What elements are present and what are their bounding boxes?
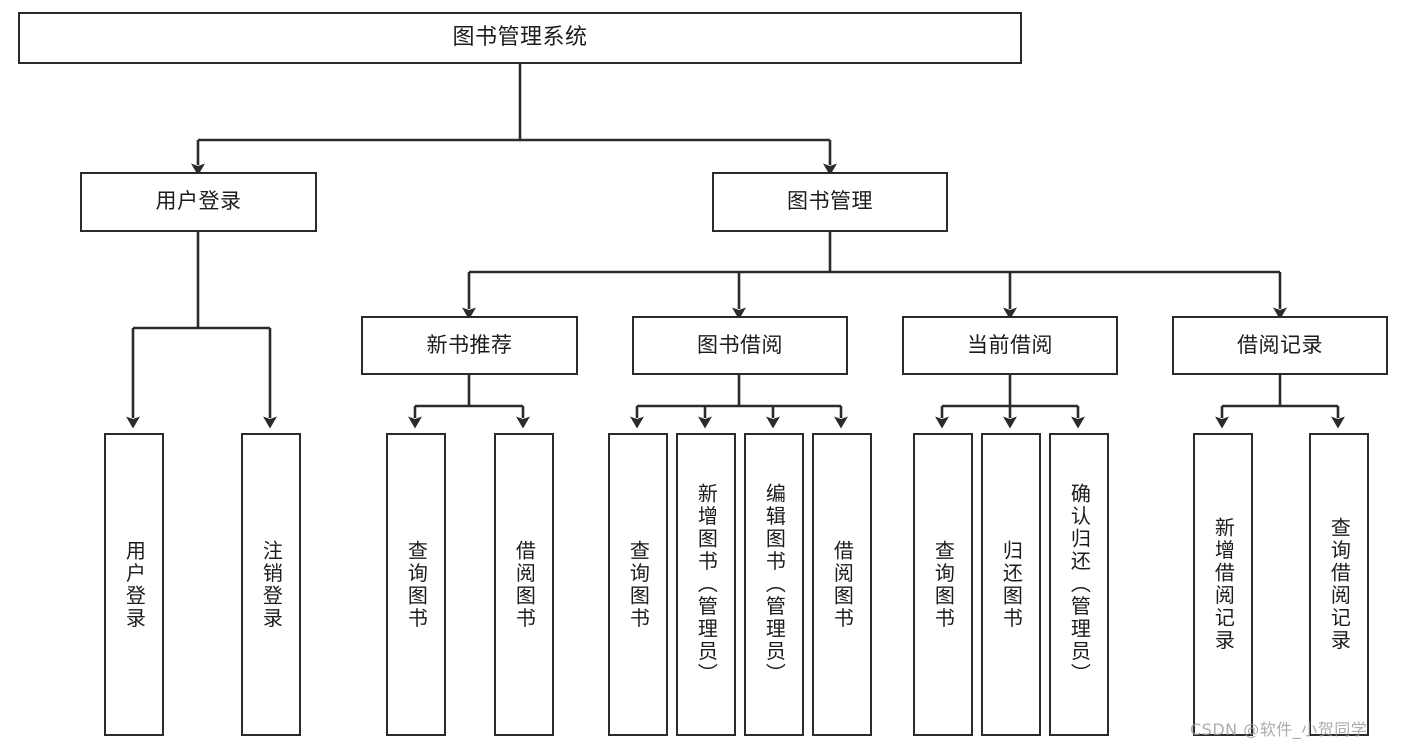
leaf-current-return-book[interactable]: 归还图书 xyxy=(981,433,1041,736)
node-user-login[interactable]: 用户登录 xyxy=(80,172,317,232)
node-user-login-label: 用户登录 xyxy=(155,189,242,214)
node-borrow-record-label: 借阅记录 xyxy=(1237,332,1323,357)
leaf-borrow-query-book-label: 查询图书 xyxy=(626,539,651,630)
leaf-user-login-login-label: 用户登录 xyxy=(122,539,147,630)
watermark-text: CSDN @软件_小贺同学 xyxy=(1190,720,1368,739)
leaf-user-login-login[interactable]: 用户登录 xyxy=(104,433,164,736)
leaf-user-login-logout-label: 注销登录 xyxy=(259,539,284,630)
leaf-recommend-borrow-book-label: 借阅图书 xyxy=(512,539,537,630)
node-current-borrow[interactable]: 当前借阅 xyxy=(902,316,1118,375)
node-root-system[interactable]: 图书管理系统 xyxy=(18,12,1022,64)
leaf-borrow-borrow-book-label: 借阅图书 xyxy=(830,539,855,630)
leaf-recommend-query-book-label: 查询图书 xyxy=(404,539,429,630)
leaf-borrow-edit-book-label: 编辑图书（管理员） xyxy=(762,483,787,686)
leaf-record-query-record[interactable]: 查询借阅记录 xyxy=(1309,433,1369,736)
leaf-current-query-book[interactable]: 查询图书 xyxy=(913,433,973,736)
leaf-current-confirm-return-label: 确认归还（管理员） xyxy=(1067,483,1092,686)
node-book-borrow-label: 图书借阅 xyxy=(697,332,783,357)
leaf-borrow-query-book[interactable]: 查询图书 xyxy=(608,433,668,736)
leaf-borrow-borrow-book[interactable]: 借阅图书 xyxy=(812,433,872,736)
node-current-borrow-label: 当前借阅 xyxy=(967,332,1053,357)
leaf-borrow-add-book-label: 新增图书（管理员） xyxy=(694,483,719,686)
node-book-management-label: 图书管理 xyxy=(787,189,873,214)
node-book-management[interactable]: 图书管理 xyxy=(712,172,948,232)
leaf-record-add-record[interactable]: 新增借阅记录 xyxy=(1193,433,1253,736)
leaf-current-query-book-label: 查询图书 xyxy=(931,539,956,630)
leaf-borrow-edit-book[interactable]: 编辑图书（管理员） xyxy=(744,433,804,736)
leaf-user-login-logout[interactable]: 注销登录 xyxy=(241,433,301,736)
leaf-record-add-record-label: 新增借阅记录 xyxy=(1211,517,1236,652)
leaf-recommend-borrow-book[interactable]: 借阅图书 xyxy=(494,433,554,736)
leaf-recommend-query-book[interactable]: 查询图书 xyxy=(386,433,446,736)
leaf-current-return-book-label: 归还图书 xyxy=(999,539,1024,630)
node-borrow-record[interactable]: 借阅记录 xyxy=(1172,316,1388,375)
leaf-current-confirm-return[interactable]: 确认归还（管理员） xyxy=(1049,433,1109,736)
node-root-label: 图书管理系统 xyxy=(452,24,588,50)
leaf-borrow-add-book[interactable]: 新增图书（管理员） xyxy=(676,433,736,736)
node-new-book-recommend[interactable]: 新书推荐 xyxy=(361,316,578,375)
leaf-record-query-record-label: 查询借阅记录 xyxy=(1327,517,1352,652)
node-new-book-recommend-label: 新书推荐 xyxy=(426,332,513,357)
node-book-borrow[interactable]: 图书借阅 xyxy=(632,316,848,375)
